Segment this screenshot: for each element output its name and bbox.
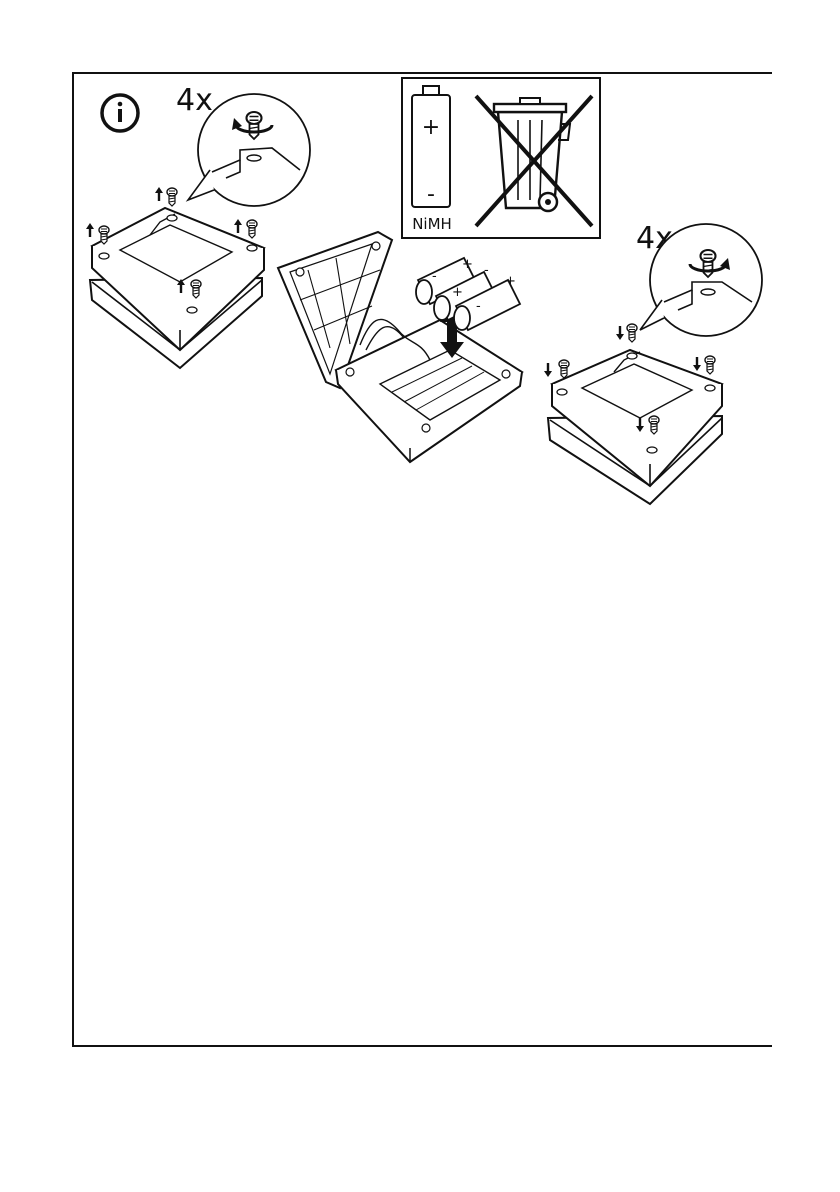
step-install-screws: 4x <box>544 221 762 504</box>
device-closed-install <box>544 324 722 504</box>
battery-minus-2: - <box>484 263 489 278</box>
device-closed-remove <box>86 187 264 368</box>
battery-type-label: NiMH <box>412 215 452 233</box>
battery-plus-sign: + <box>422 115 440 140</box>
remove-count-label: 4x <box>176 83 213 118</box>
battery-plus-3: + <box>505 274 516 289</box>
battery-plus-2: + <box>452 285 463 300</box>
battery-minus-sign: - <box>427 182 435 207</box>
battery-plus-1: + <box>462 257 473 272</box>
battery-minus-1: - <box>432 269 437 284</box>
battery-disposal-panel: + - NiMH <box>402 78 600 238</box>
info-icon <box>102 95 138 131</box>
step-remove-screws: 4x <box>86 83 310 368</box>
aa-batteries: - + - + + - <box>416 257 520 330</box>
device-open-battery-compartment: - + - + + - <box>278 232 522 462</box>
battery-minus-3: - <box>476 299 481 314</box>
